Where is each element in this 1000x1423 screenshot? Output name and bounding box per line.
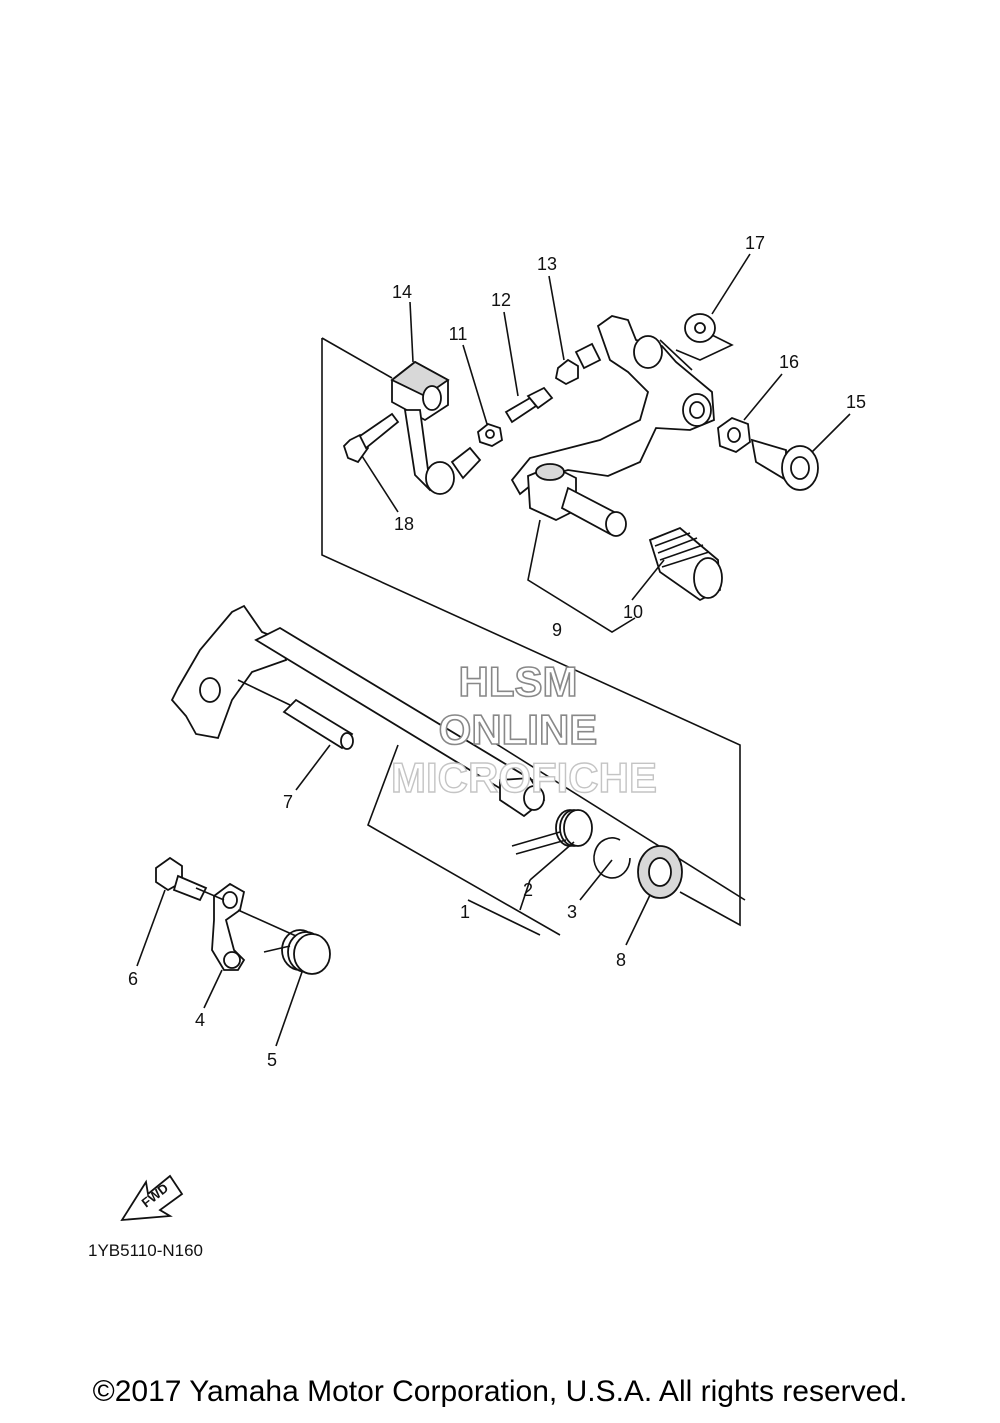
- part-9-shift-pedal: [510, 315, 715, 537]
- label-part-5: 5: [267, 1050, 277, 1070]
- label-part-8: 8: [616, 950, 626, 970]
- label-part-17: 17: [745, 233, 765, 253]
- part-10-peg-rubber: [648, 526, 723, 602]
- label-part-7: 7: [283, 792, 293, 812]
- watermark: HLSM ONLINE MICROFICHE: [390, 657, 657, 802]
- label-part-12: 12: [491, 290, 511, 310]
- label-part-10: 10: [623, 602, 643, 622]
- copyright-notice: ©2017 Yamaha Motor Corporation, U.S.A. A…: [92, 1375, 908, 1408]
- part-17-washer: [675, 313, 734, 361]
- part-16-nut: [717, 416, 751, 454]
- label-part-18: 18: [394, 514, 414, 534]
- part-6-bolt: [155, 856, 208, 902]
- label-part-4: 4: [195, 1010, 205, 1030]
- upper-bracket-line: [321, 338, 741, 927]
- part-5-spring: [263, 929, 331, 975]
- part-15-bolt: [750, 438, 819, 491]
- part-labels: 1 2 3 4 5 6 7 8 9 10 11 12 13 14 15 16 1…: [128, 233, 866, 1070]
- part-11-nut: [477, 422, 503, 447]
- part-4-stopper-lever: [211, 882, 246, 971]
- label-part-14: 14: [392, 282, 412, 302]
- label-part-11: 11: [449, 324, 468, 344]
- label-part-15: 15: [846, 392, 866, 412]
- part-2-spring: [511, 809, 593, 855]
- label-part-13: 13: [537, 254, 557, 274]
- part-7-pin: [282, 698, 354, 750]
- watermark-line-2: ONLINE: [439, 706, 598, 753]
- label-part-6: 6: [128, 969, 138, 989]
- watermark-line-1: HLSM: [459, 658, 578, 705]
- watermark-line-3: MICROFICHE: [391, 754, 657, 801]
- leader-lines: [136, 253, 851, 1047]
- label-part-9: 9: [552, 620, 562, 640]
- part-8-oil-seal: [637, 845, 683, 899]
- label-part-16: 16: [779, 352, 799, 372]
- part-1-shift-shaft: [170, 604, 546, 818]
- label-part-2: 2: [523, 880, 533, 900]
- label-part-3: 3: [567, 902, 577, 922]
- fwd-arrow-icon: FWD: [120, 1174, 184, 1222]
- part-14-link: [390, 360, 482, 495]
- label-part-1: 1: [460, 902, 470, 922]
- part-3-circlip: [593, 837, 631, 879]
- part-18-bolt: [342, 412, 400, 464]
- part-12-bolt: [504, 386, 554, 424]
- part-13-nut: [554, 358, 579, 386]
- diagram-code: 1YB5110-N160: [88, 1241, 203, 1260]
